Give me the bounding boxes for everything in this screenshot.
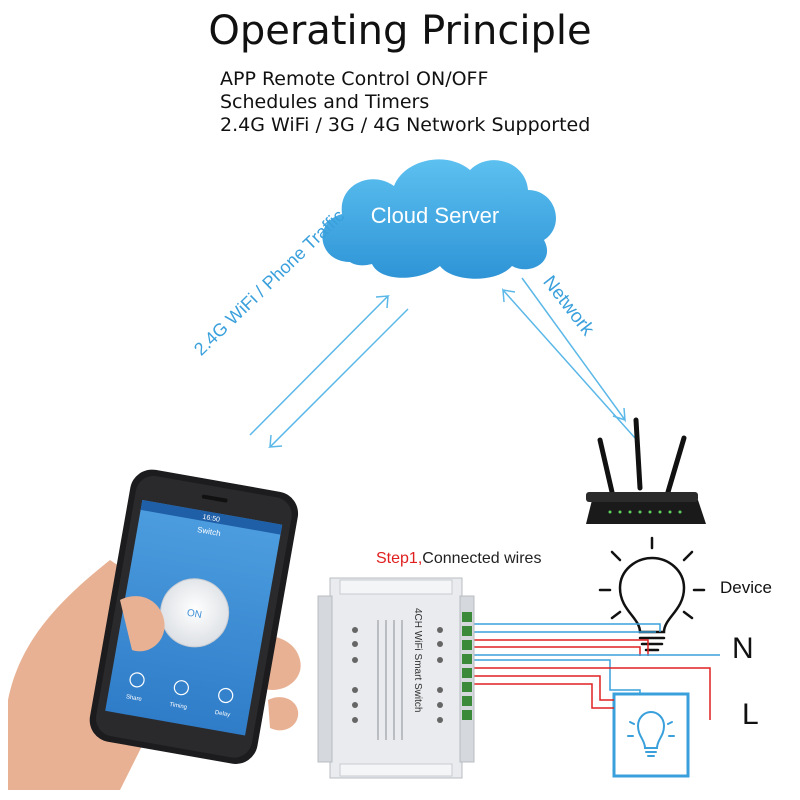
arrow-down-to-phone [268, 308, 409, 448]
switch-module-label: 4CH WiFi Smart Switch [412, 608, 423, 712]
neutral-label: N [732, 632, 754, 665]
live-label: L [742, 698, 759, 731]
feature-item: 2.4G WiFi / 3G / 4G Network Supported [220, 114, 591, 136]
wiring [462, 623, 720, 720]
arrow-down-to-router [521, 277, 626, 423]
red-wire [462, 639, 649, 656]
device-label: Device [720, 578, 772, 597]
red-wire [462, 667, 711, 720]
step-number: Step1, [376, 550, 423, 567]
wall-switch-icon [612, 692, 690, 778]
light-bulb-icon [598, 536, 706, 652]
phone-action-delay: Delay [214, 710, 230, 719]
phone-on-button: ON [186, 608, 203, 621]
cloud-server-label: Cloud Server [370, 203, 500, 228]
phone-screen-title: Switch [197, 525, 222, 538]
page-title: Operating Principle [208, 8, 592, 54]
step-text: Connected wires [422, 550, 542, 567]
router-icon [586, 417, 706, 524]
wifi-traffic-arrows [249, 295, 409, 448]
step-label: Step1,Connected wires [376, 550, 541, 568]
arrow-up-from-router [502, 287, 636, 439]
feature-list: APP Remote Control ON/OFF Schedules and … [220, 68, 590, 137]
red-wire [462, 683, 614, 709]
switch-module: 4CH WiFi Smart Switch [317, 577, 475, 779]
phone-time: 16:50 [202, 514, 221, 524]
red-wire [462, 646, 641, 656]
phone-action-share: Share [125, 694, 142, 703]
feature-item: APP Remote Control ON/OFF [220, 68, 489, 90]
smartphone: 16:50 Switch ON Share Timing Delay [89, 469, 299, 764]
arrow-up-to-cloud [249, 295, 390, 436]
red-wire [462, 675, 614, 701]
cloud-server-icon [322, 159, 556, 279]
blue-wire [462, 623, 661, 632]
network-arrows [502, 277, 636, 439]
blue-wire [462, 659, 641, 694]
phone-action-timing: Timing [169, 702, 188, 711]
thumb-illustration [120, 596, 165, 652]
feature-item: Schedules and Timers [220, 91, 430, 113]
